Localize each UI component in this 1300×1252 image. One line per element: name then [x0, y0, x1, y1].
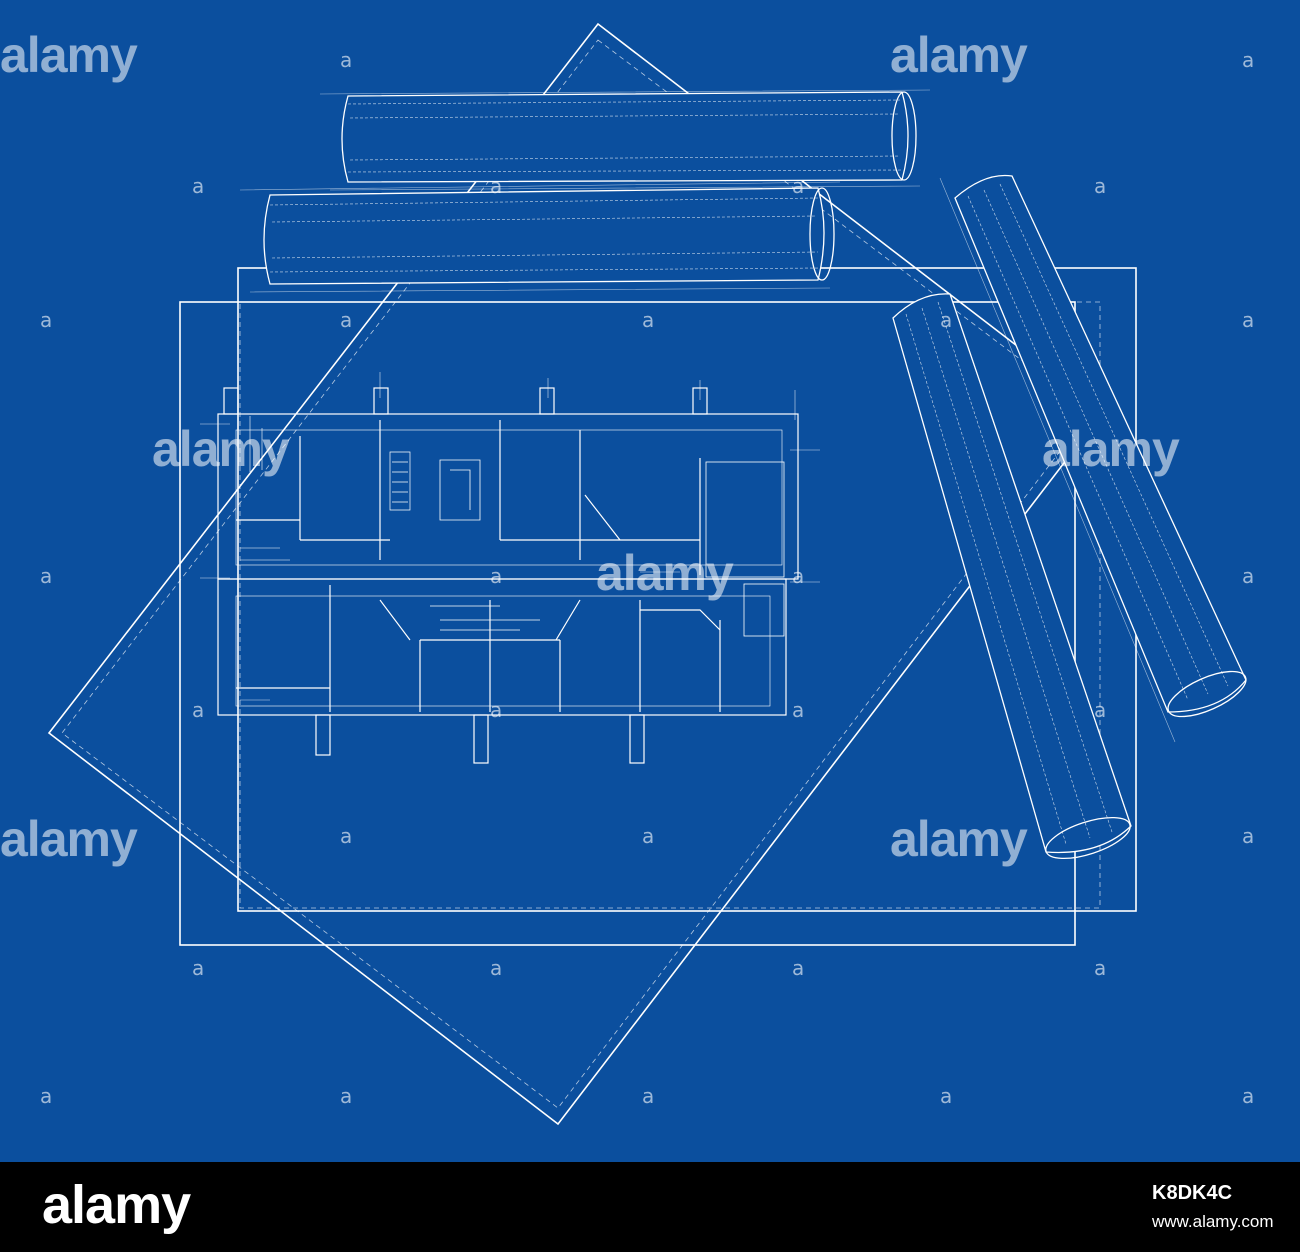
blueprint-illustration: alamy alamy alamy alamy alamy alamy alam… [0, 0, 1300, 1162]
watermark-mark: a [1094, 174, 1107, 198]
watermark-mark: a [940, 308, 953, 332]
rear-sheet-inner [239, 301, 1101, 909]
watermark-text: alamy [0, 27, 138, 83]
watermark-text: alamy [890, 811, 1028, 867]
watermark-mark: a [1094, 956, 1107, 980]
front-sheet [179, 301, 1076, 946]
watermark-mark: a [490, 698, 503, 722]
paper-roll-right-front [892, 293, 1132, 860]
watermark-mark: a [340, 48, 353, 72]
watermark-mark: a [192, 698, 205, 722]
watermark-mark: a [1242, 1084, 1255, 1108]
watermark-mark: a [642, 308, 655, 332]
watermark-text: alamy [0, 811, 138, 867]
watermark-mark: a [490, 564, 503, 588]
rotated-sheet-inner [61, 39, 1091, 1109]
watermark-mark: a [792, 564, 805, 588]
watermark-mark: a [192, 956, 205, 980]
construction-marks [200, 372, 820, 701]
watermark-mark: a [792, 698, 805, 722]
watermark-text: alamy [890, 27, 1028, 83]
watermark-text: alamy [152, 421, 290, 477]
paper-roll-right-back [939, 174, 1247, 743]
stock-footer-bar: alamy K8DK4C www.alamy.com [0, 1162, 1300, 1252]
watermark-mark: a [340, 1084, 353, 1108]
watermark-mark: a [1242, 564, 1255, 588]
watermark-text: alamy [1042, 421, 1180, 477]
watermark-mark: a [792, 174, 805, 198]
blueprint-drawing [47, 22, 1247, 1126]
watermark-mark: a [1242, 308, 1255, 332]
paper-roll-top [319, 89, 931, 191]
site-url: www.alamy.com [1152, 1212, 1274, 1231]
floor-plan [217, 387, 799, 764]
alamy-logo: alamy [42, 1175, 191, 1235]
watermark-mark: a [490, 956, 503, 980]
watermark-mark: a [192, 174, 205, 198]
watermark-mark: a [40, 308, 53, 332]
paper-roll-middle [239, 181, 841, 293]
watermark-mark: a [40, 564, 53, 588]
watermark-mark: a [40, 1084, 53, 1108]
watermark-mark: a [1094, 698, 1107, 722]
watermark-mark: a [340, 824, 353, 848]
image-id: K8DK4C [1152, 1182, 1233, 1204]
watermark-mark: a [642, 824, 655, 848]
watermark-mark: a [792, 956, 805, 980]
watermark-mark: a [642, 1084, 655, 1108]
watermark-mark: a [490, 174, 503, 198]
watermark-mark: a [340, 308, 353, 332]
watermark-mark: a [1242, 48, 1255, 72]
rotated-sheet [47, 22, 1105, 1126]
watermark-mark: a [940, 1084, 953, 1108]
watermark-text: alamy [596, 545, 734, 601]
watermark-mark: a [1242, 824, 1255, 848]
